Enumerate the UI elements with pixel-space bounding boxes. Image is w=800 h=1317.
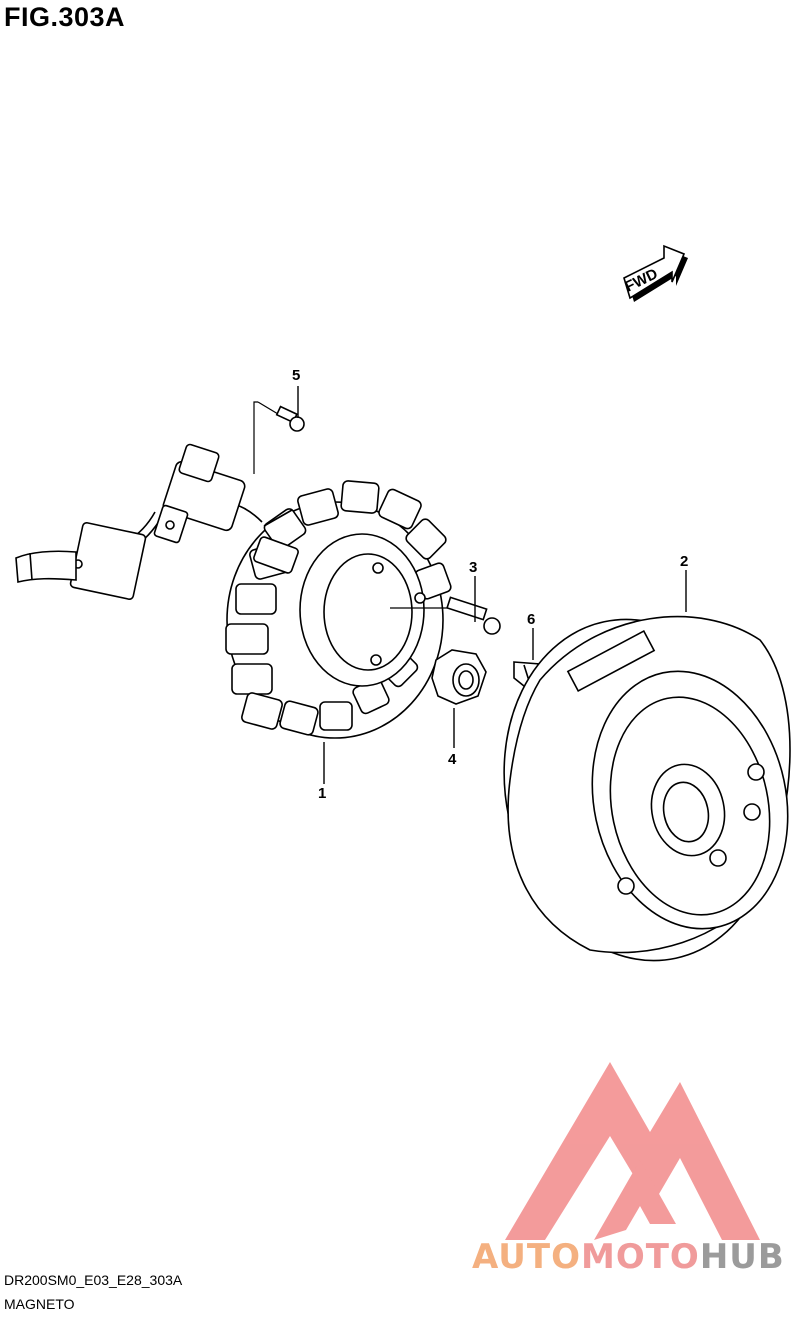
callout-2: 2 bbox=[680, 553, 688, 570]
automotohub-logo: AUTOMOTOHUB bbox=[472, 1062, 785, 1277]
callout-6: 6 bbox=[527, 611, 535, 628]
leader-lines bbox=[297, 386, 687, 784]
rotor bbox=[503, 615, 791, 962]
callout-4: 4 bbox=[448, 751, 457, 768]
figure-title: FIG.303A bbox=[4, 2, 126, 32]
stator bbox=[225, 480, 452, 739]
callout-5: 5 bbox=[292, 367, 300, 384]
callouts: 5 1 3 4 6 2 bbox=[292, 367, 688, 802]
callout-1: 1 bbox=[318, 785, 326, 802]
figure-name: MAGNETO bbox=[4, 1296, 75, 1312]
bolt-3 bbox=[390, 596, 501, 635]
pickup-coil-and-wiring bbox=[15, 443, 299, 600]
screw-5 bbox=[253, 401, 305, 474]
watermark-text: AUTOMOTOHUB bbox=[472, 1237, 785, 1277]
nut-4 bbox=[431, 649, 487, 705]
watermark-auto: AUTO bbox=[472, 1237, 581, 1277]
figure-code: DR200SM0_E03_E28_303A bbox=[4, 1272, 183, 1288]
watermark-hub: HUB bbox=[700, 1237, 785, 1277]
watermark-moto: MOTO bbox=[581, 1237, 700, 1277]
callout-3: 3 bbox=[469, 559, 477, 576]
fwd-arrow-icon: FWD bbox=[622, 244, 688, 302]
